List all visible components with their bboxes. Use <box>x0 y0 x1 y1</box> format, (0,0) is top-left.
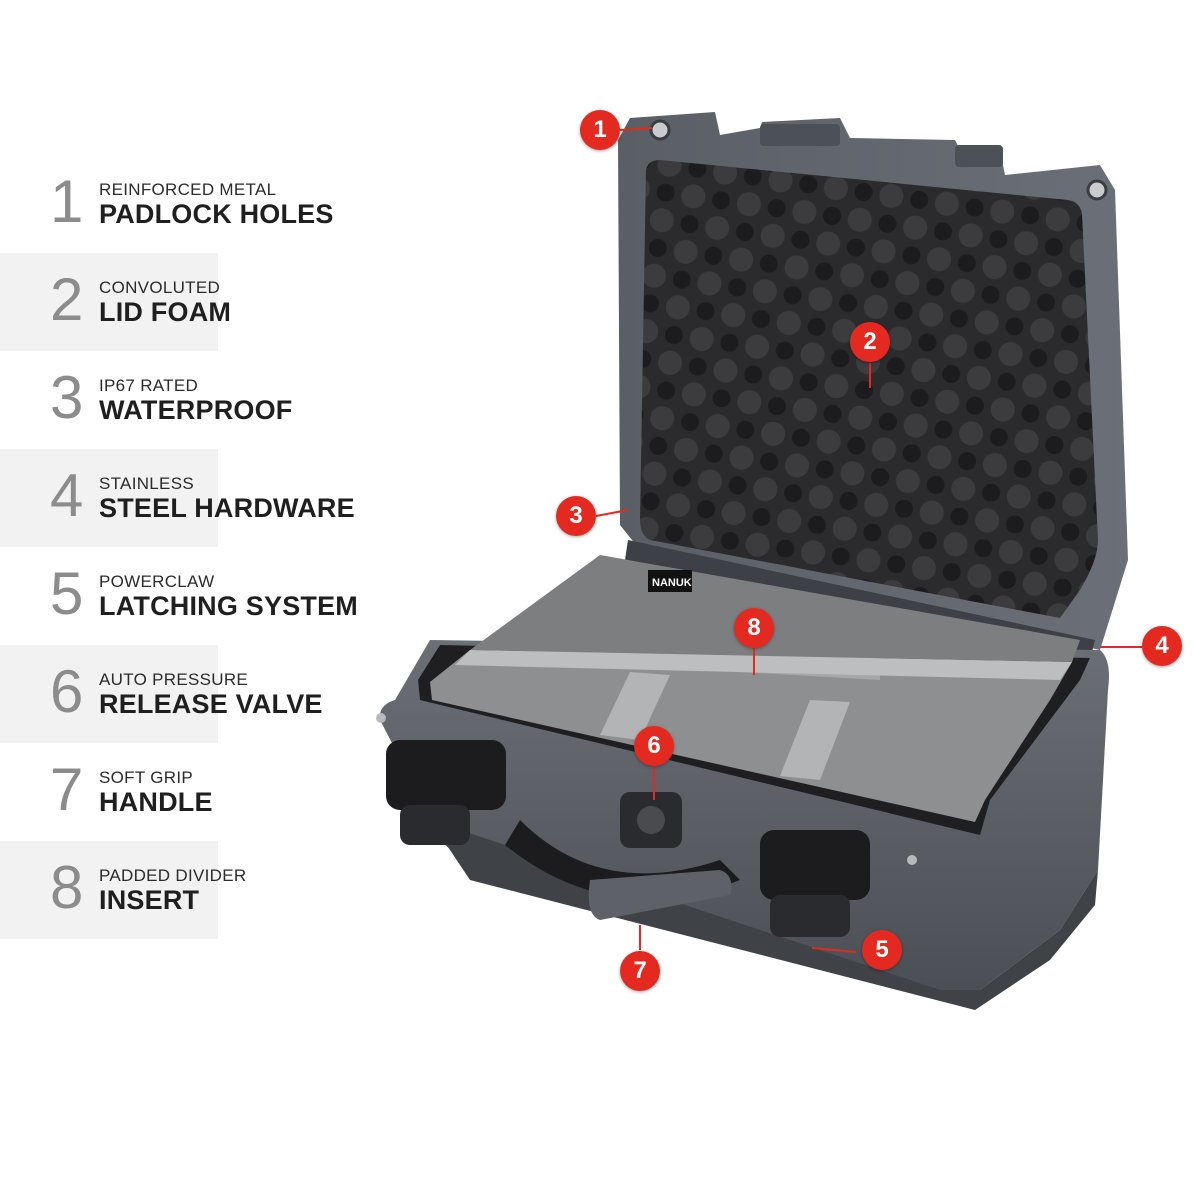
feature-number: 7 <box>50 756 84 823</box>
feature-number: 1 <box>50 168 84 235</box>
callout-lines <box>595 127 1142 953</box>
feature-number: 2 <box>50 266 84 333</box>
callout-badge-3: 3 <box>556 496 596 536</box>
feature-item-waterproof: 3 IP67 RATED WATERPROOF <box>0 351 292 449</box>
feature-title: LATCHING SYSTEM <box>99 591 358 621</box>
feature-item-latching-system: 5 POWERCLAW LATCHING SYSTEM <box>0 547 358 645</box>
feature-subtitle: CONVOLUTED <box>99 278 221 297</box>
feature-title: PADLOCK HOLES <box>99 199 334 229</box>
case-body: NANUK <box>376 555 1110 1010</box>
right-latch <box>760 830 870 937</box>
feature-subtitle: POWERCLAW <box>99 572 215 591</box>
feature-number: 8 <box>50 854 84 921</box>
padlock-hole-icon <box>1086 179 1108 201</box>
callout-badge-2: 2 <box>850 322 890 362</box>
feature-number: 4 <box>50 462 84 529</box>
feature-title: HANDLE <box>99 787 213 817</box>
callout-badge-7: 7 <box>620 951 660 991</box>
feature-subtitle: REINFORCED METAL <box>99 180 277 199</box>
feature-subtitle: STAINLESS <box>99 474 194 493</box>
feature-item-handle: 7 SOFT GRIP HANDLE <box>0 743 218 841</box>
feature-list: 1 REINFORCED METAL PADLOCK HOLES 2 CONVO… <box>0 155 420 939</box>
feature-item-padlock-holes: 1 REINFORCED METAL PADLOCK HOLES <box>0 155 333 253</box>
soft-grip-handle <box>505 820 740 920</box>
feature-title: WATERPROOF <box>99 395 293 425</box>
lid-foam <box>640 160 1098 618</box>
feature-title: RELEASE VALVE <box>99 689 323 719</box>
feature-item-divider-insert: 8 PADDED DIVIDER INSERT <box>0 841 246 939</box>
feature-title: STEEL HARDWARE <box>99 493 355 523</box>
callout-badge-1: 1 <box>580 110 620 150</box>
feature-item-lid-foam: 2 CONVOLUTED LID FOAM <box>0 253 231 351</box>
feature-title: INSERT <box>99 885 200 915</box>
case-lid <box>618 112 1128 660</box>
divider-insert <box>430 650 1072 822</box>
callout-badge-6: 6 <box>634 726 674 766</box>
callout-badge-5: 5 <box>862 930 902 970</box>
feature-subtitle: IP67 RATED <box>99 376 199 395</box>
feature-subtitle: AUTO PRESSURE <box>99 670 249 689</box>
padlock-hole-icon <box>649 119 671 141</box>
callout-badge-8: 8 <box>734 608 774 648</box>
feature-number: 3 <box>50 364 84 431</box>
callout-badge-4: 4 <box>1142 626 1182 666</box>
feature-title: LID FOAM <box>99 297 232 327</box>
feature-item-release-valve: 6 AUTO PRESSURE RELEASE VALVE <box>0 645 322 743</box>
feature-number: 6 <box>50 658 84 725</box>
left-latch <box>386 740 506 845</box>
feature-item-steel-hardware: 4 STAINLESS STEEL HARDWARE <box>0 449 355 547</box>
feature-subtitle: PADDED DIVIDER <box>99 866 247 885</box>
brand-label: NANUK <box>652 577 692 589</box>
feature-number: 5 <box>50 560 84 627</box>
feature-subtitle: SOFT GRIP <box>99 768 194 787</box>
